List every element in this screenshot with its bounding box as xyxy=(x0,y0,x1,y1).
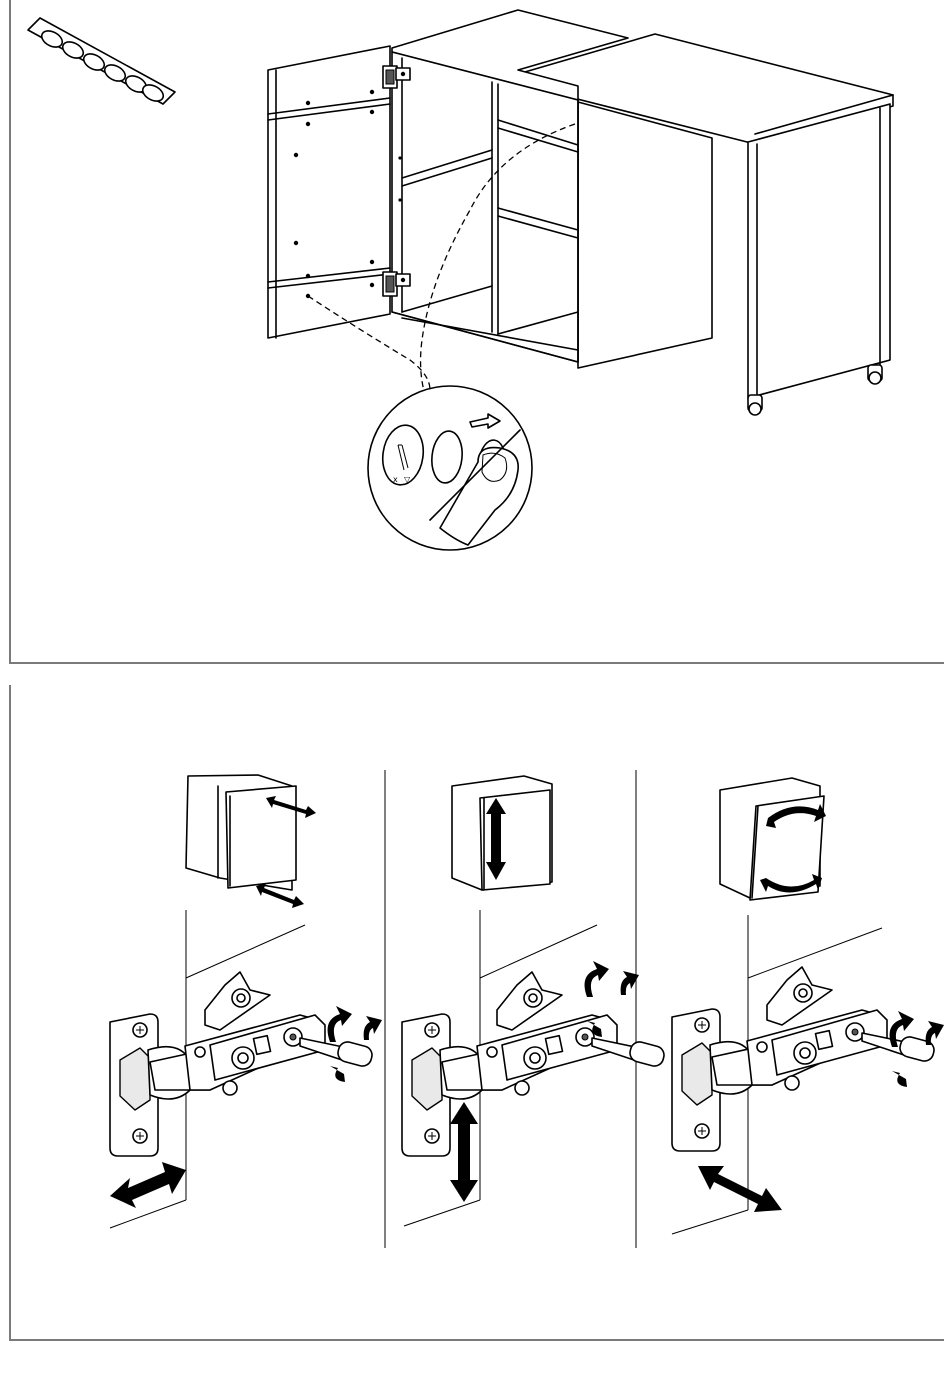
hinge-icon xyxy=(672,967,936,1151)
double-arrow-icon xyxy=(450,1102,478,1202)
hinge-icon xyxy=(402,972,666,1156)
double-arrow-icon xyxy=(698,1166,782,1212)
svg-text:x: x xyxy=(393,475,398,484)
door-side-tilt-icon xyxy=(186,775,316,908)
cover-cap-strip-icon xyxy=(28,18,175,104)
depth-adjustment-step xyxy=(672,778,944,1234)
hinge-icon xyxy=(110,972,374,1156)
desk-cabinet-icon xyxy=(268,10,893,415)
svg-text:▽: ▽ xyxy=(404,475,411,484)
magnified-detail-icon: x ▽ xyxy=(368,386,532,550)
door-curved-icon xyxy=(720,778,826,900)
side-adjustment-step xyxy=(110,775,382,1228)
height-adjustment-step xyxy=(402,776,666,1226)
door-vertical-icon xyxy=(452,776,552,890)
double-arrow-icon xyxy=(110,1162,186,1208)
